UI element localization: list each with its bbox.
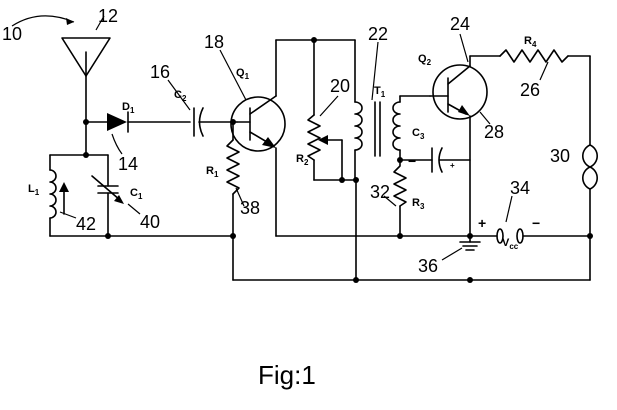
leader-36 <box>442 248 462 260</box>
label-c1: C1 <box>130 187 143 201</box>
label-r4: R4 <box>524 35 537 49</box>
transistor-q2 <box>430 56 487 119</box>
ref-38: 38 <box>240 198 260 218</box>
resistor-r3 <box>394 160 406 236</box>
label-c3: C3 <box>412 127 425 141</box>
ref-42: 42 <box>76 214 96 234</box>
ref-18: 18 <box>204 32 224 52</box>
label-q1: Q1 <box>236 67 250 81</box>
ref-14: 14 <box>118 154 138 174</box>
label-r3: R3 <box>412 197 425 211</box>
ref-24: 24 <box>450 14 470 34</box>
leader-34 <box>506 196 512 222</box>
ref-26: 26 <box>520 80 540 100</box>
resistor-r1 <box>227 122 239 236</box>
label-l1: L1 <box>28 183 40 197</box>
diode-d1 <box>86 112 190 132</box>
label-vcc: Vcc <box>502 237 519 251</box>
ref-22: 22 <box>368 24 388 44</box>
figure-caption: Fig:1 <box>258 360 316 390</box>
label-t1: T1 <box>374 85 386 99</box>
label-r1: R1 <box>206 165 219 179</box>
battery-vcc <box>497 229 523 243</box>
minus-sign: − <box>532 215 540 231</box>
ref-30: 30 <box>550 146 570 166</box>
ref-10: 10 <box>2 24 22 44</box>
ref-34: 34 <box>510 178 530 198</box>
leader-14 <box>112 134 122 154</box>
label-d1: D1 <box>122 101 135 115</box>
antenna-12 <box>62 38 110 76</box>
plus-sign: + <box>478 215 486 231</box>
ref-12: 12 <box>98 6 118 26</box>
label-q2: Q2 <box>418 53 432 67</box>
ref-16: 16 <box>150 62 170 82</box>
label-r2: R2 <box>296 153 309 167</box>
ref-28: 28 <box>484 122 504 142</box>
ref-40: 40 <box>140 212 160 232</box>
leader-20 <box>320 96 338 116</box>
leader-26 <box>540 62 548 80</box>
transistor-q1 <box>231 40 285 151</box>
ref-20: 20 <box>330 76 350 96</box>
potentiometer-r2 <box>308 40 356 180</box>
ref-32: 32 <box>370 182 390 202</box>
ref-36: 36 <box>418 256 438 276</box>
lamp-30 <box>583 145 597 280</box>
c3-plus-sign: + <box>450 161 455 170</box>
label-c2: C2 <box>174 89 187 103</box>
leader-42 <box>60 212 76 218</box>
c3-minus-sign: − <box>408 153 416 169</box>
leader-24 <box>460 34 468 62</box>
leader-40 <box>128 204 140 214</box>
